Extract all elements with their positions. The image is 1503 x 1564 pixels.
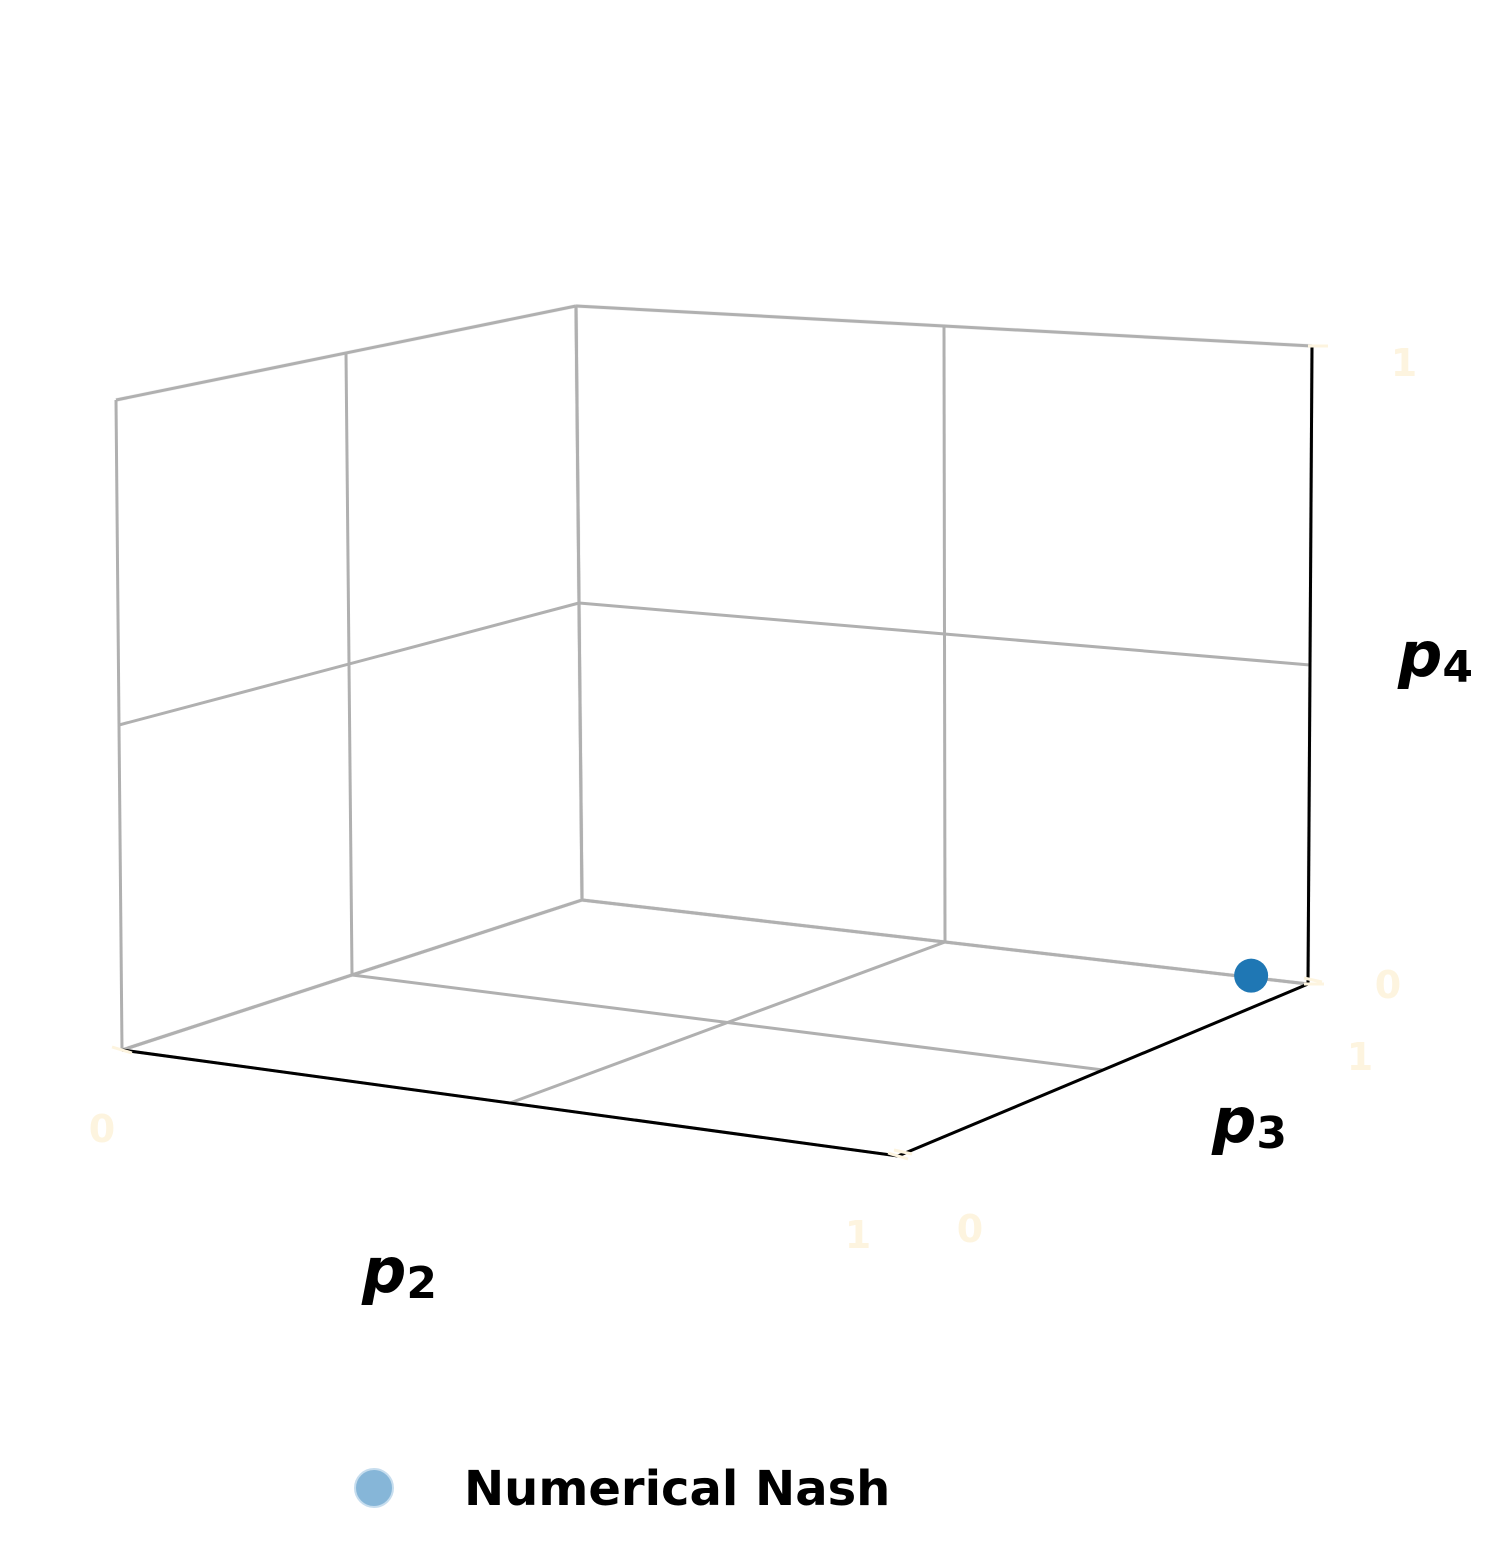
left-wall-grid-z-2 [115, 304, 577, 402]
data-point-0-0 [1234, 958, 1269, 993]
tick-marks [111, 344, 1328, 1161]
y-axis-label: p3 [1211, 1084, 1287, 1159]
y-axis-line [897, 982, 1309, 1158]
y-tick-label-1: 1 [1347, 1035, 1373, 1079]
gridlines [114, 304, 1314, 1158]
legend-label-numerical-nash: Numerical Nash [464, 1461, 890, 1517]
x-tick-label-1: 1 [845, 1213, 871, 1257]
x-axis-line [121, 1048, 899, 1158]
left-wall-grid-y-2 [574, 305, 584, 901]
back-wall-grid-z-1 [578, 601, 1311, 667]
y-tick-0 [893, 1148, 913, 1156]
back-wall-grid-z-2 [575, 304, 1313, 348]
axis-lines [121, 345, 1314, 1158]
z-tick-label-0: 0 [1375, 963, 1401, 1007]
x-axis-label: p2 [361, 1234, 437, 1309]
x-tick-label-0: 0 [89, 1107, 115, 1151]
legend: Numerical Nash [354, 1461, 890, 1517]
data-points [1234, 958, 1269, 993]
z-axis-label: p4 [1397, 618, 1473, 693]
z-axis-line [1306, 345, 1314, 985]
z-tick-label-1: 1 [1391, 341, 1417, 385]
floor-grid-y-1 [351, 973, 1104, 1072]
y-tick-label-0: 0 [957, 1207, 983, 1251]
left-wall-grid-z-1 [118, 601, 580, 727]
legend-marker-numerical-nash [354, 1468, 394, 1508]
y-tick-1 [1303, 976, 1323, 984]
x-tick-1 [887, 1151, 909, 1161]
x-tick-0 [111, 1045, 133, 1055]
floor-grid-y-2 [581, 898, 1309, 986]
